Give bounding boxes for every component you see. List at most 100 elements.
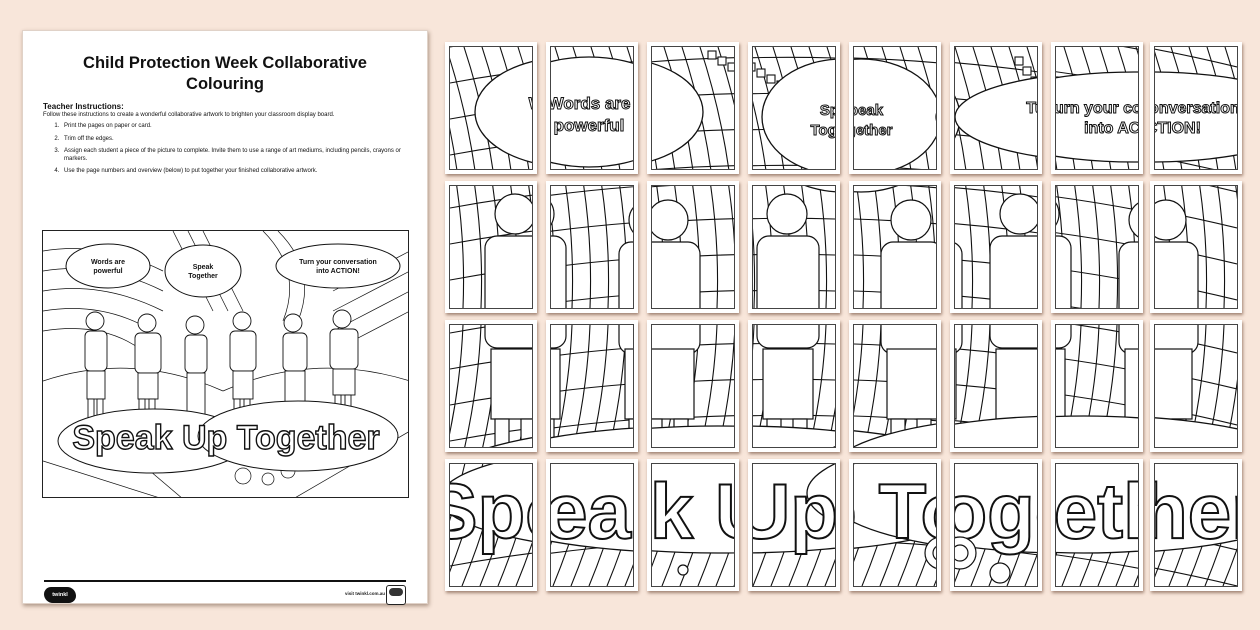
colouring-tile-r4-c5: Words are powerful Speak Together Turn y… xyxy=(849,459,941,591)
tile-artwork: Words are powerful Speak Together Turn y… xyxy=(1056,186,1138,308)
tile-artwork: Words are powerful Speak Together Turn y… xyxy=(450,464,532,586)
colouring-tile-r1-c1: Words are powerful Speak Together Turn y… xyxy=(445,42,537,174)
tile-artwork: Words are powerful Speak Together Turn y… xyxy=(854,325,936,447)
colouring-tile-r4-c2: Words are powerful Speak Together Turn y… xyxy=(546,459,638,591)
colouring-tile-r4-c3: Words are powerful Speak Together Turn y… xyxy=(647,459,739,591)
svg-text:powerful: powerful xyxy=(93,268,122,275)
colouring-tile-r1-c3: Words are powerful Speak Together Turn y… xyxy=(647,42,739,174)
svg-text:into ACTION!: into ACTION! xyxy=(316,268,360,275)
tile-artwork: Words are powerful Speak Together Turn y… xyxy=(450,325,532,447)
colouring-tile-r4-c8: Words are powerful Speak Together Turn y… xyxy=(1150,459,1242,591)
colouring-tile-r3-c5: Words are powerful Speak Together Turn y… xyxy=(849,320,941,452)
tile-artwork: Words are powerful Speak Together Turn y… xyxy=(753,325,835,447)
sheet-title: Child Protection Week Collaborative Colo… xyxy=(83,54,367,93)
svg-text:Words are: Words are xyxy=(551,94,630,113)
colouring-tile-r2-c7: Words are powerful Speak Together Turn y… xyxy=(1051,181,1143,313)
tile-artwork: Words are powerful Speak Together Turn y… xyxy=(753,464,835,586)
instruction-sheet: Child Protection Week Collaborative Colo… xyxy=(22,30,428,605)
step-item: Use the page numbers and overview (below… xyxy=(61,168,413,176)
colouring-tile-r3-c1: Words are powerful Speak Together Turn y… xyxy=(445,320,537,452)
colouring-tile-r3-c3: Words are powerful Speak Together Turn y… xyxy=(647,320,739,452)
teacher-instructions: Teacher Instructions: Follow these instr… xyxy=(43,102,413,181)
colouring-tile-r4-c7: Words are powerful Speak Together Turn y… xyxy=(1051,459,1143,591)
tile-artwork: Words are powerful Speak Together Turn y… xyxy=(955,325,1037,447)
instructions-steps: Print the pages on paper or card. Trim o… xyxy=(43,123,413,176)
tile-artwork: Words are powerful Speak Together Turn y… xyxy=(652,325,734,447)
svg-text:Turn your conversation: Turn your conversation xyxy=(1026,100,1037,117)
colouring-tile-r2-c3: Words are powerful Speak Together Turn y… xyxy=(647,181,739,313)
tile-artwork: Words are powerful Speak Together Turn y… xyxy=(854,47,936,169)
colouring-tile-r4-c4: Words are powerful Speak Together Turn y… xyxy=(748,459,840,591)
svg-text:Speak Up Together: Speak Up Together xyxy=(955,467,1037,555)
svg-text:Speak Up Together: Speak Up Together xyxy=(450,467,532,555)
tile-artwork: Words are powerful Speak Together Turn y… xyxy=(854,464,936,586)
colouring-tile-r2-c6: Words are powerful Speak Together Turn y… xyxy=(950,181,1042,313)
banner-text: Speak Up Together xyxy=(72,419,379,457)
colouring-tile-r2-c2: Words are powerful Speak Together Turn y… xyxy=(546,181,638,313)
tile-artwork: Words are powerful Speak Together Turn y… xyxy=(1155,464,1237,586)
colouring-tile-r1-c7: Words are powerful Speak Together Turn y… xyxy=(1051,42,1143,174)
instructions-lead: Follow these instructions to create a wo… xyxy=(43,112,335,118)
svg-text:Speak Up Together: Speak Up Together xyxy=(652,467,734,555)
tile-artwork: Words are powerful Speak Together Turn y… xyxy=(652,47,734,169)
svg-text:Words are: Words are xyxy=(91,259,125,266)
svg-text:Together: Together xyxy=(188,273,218,280)
colouring-tile-r4-c6: Words are powerful Speak Together Turn y… xyxy=(950,459,1042,591)
tile-artwork: Words are powerful Speak Together Turn y… xyxy=(450,47,532,169)
colouring-tile-r2-c5: Words are powerful Speak Together Turn y… xyxy=(849,181,941,313)
twinkl-logo: twinkl xyxy=(44,587,76,603)
tile-artwork: Words are powerful Speak Together Turn y… xyxy=(753,47,835,169)
svg-text:Words are: Words are xyxy=(529,94,532,113)
tile-artwork: Words are powerful Speak Together Turn y… xyxy=(1056,464,1138,586)
tile-artwork: Words are powerful Speak Together Turn y… xyxy=(1056,47,1138,169)
tile-artwork: Words are powerful Speak Together Turn y… xyxy=(652,186,734,308)
svg-text:Together: Together xyxy=(810,122,835,139)
colouring-tile-r3-c4: Words are powerful Speak Together Turn y… xyxy=(748,320,840,452)
svg-text:into ACTION!: into ACTION! xyxy=(1084,120,1138,137)
colouring-tile-r3-c7: Words are powerful Speak Together Turn y… xyxy=(1051,320,1143,452)
tile-artwork: Words are powerful Speak Together Turn y… xyxy=(955,464,1037,586)
colouring-tile-r2-c4: Words are powerful Speak Together Turn y… xyxy=(748,181,840,313)
svg-text:Turn your conversation: Turn your conversation xyxy=(1155,100,1237,117)
footer-rule xyxy=(44,580,406,582)
svg-text:powerful: powerful xyxy=(554,116,625,135)
tile-artwork: Words are powerful Speak Together Turn y… xyxy=(652,464,734,586)
colouring-tile-r3-c2: Words are powerful Speak Together Turn y… xyxy=(546,320,638,452)
tile-artwork: Words are powerful Speak Together Turn y… xyxy=(551,47,633,169)
tile-artwork: Words are powerful Speak Together Turn y… xyxy=(1155,47,1237,169)
tile-artwork: Words are powerful Speak Together Turn y… xyxy=(955,186,1037,308)
colouring-tile-r1-c8: Words are powerful Speak Together Turn y… xyxy=(1150,42,1242,174)
colouring-tile-r3-c8: Words are powerful Speak Together Turn y… xyxy=(1150,320,1242,452)
svg-text:Speak: Speak xyxy=(820,102,835,119)
svg-text:Speak: Speak xyxy=(193,264,214,271)
svg-text:Turn your conversation: Turn your conversation xyxy=(299,259,377,266)
svg-text:Speak Up Together: Speak Up Together xyxy=(551,467,633,555)
svg-text:Speak Up Together: Speak Up Together xyxy=(1056,467,1138,555)
colouring-tile-r1-c5: Words are powerful Speak Together Turn y… xyxy=(849,42,941,174)
quality-badge-icon xyxy=(386,585,406,605)
visit-link: visit twinkl.com.au xyxy=(344,591,385,596)
tile-artwork: Words are powerful Speak Together Turn y… xyxy=(1155,186,1237,308)
tile-artwork: Words are powerful Speak Together Turn y… xyxy=(1056,325,1138,447)
tile-artwork: Words are powerful Speak Together Turn y… xyxy=(551,464,633,586)
svg-text:Together: Together xyxy=(854,122,893,139)
colouring-tile-r1-c6: Words are powerful Speak Together Turn y… xyxy=(950,42,1042,174)
tile-artwork: Words are powerful Speak Together Turn y… xyxy=(854,186,936,308)
tile-artwork: Words are powerful Speak Together Turn y… xyxy=(955,47,1037,169)
svg-text:Speak Up Together: Speak Up Together xyxy=(753,467,835,555)
svg-text:into ACTION!: into ACTION! xyxy=(1155,120,1201,137)
colouring-tile-r4-c1: Words are powerful Speak Together Turn y… xyxy=(445,459,537,591)
instructions-heading: Teacher Instructions: xyxy=(43,102,124,111)
tile-artwork: Words are powerful Speak Together Turn y… xyxy=(450,186,532,308)
tile-artwork: Words are powerful Speak Together Turn y… xyxy=(1155,325,1237,447)
svg-text:Speak Up Together: Speak Up Together xyxy=(1155,467,1237,555)
step-item: Trim off the edges. xyxy=(61,136,413,144)
step-item: Assign each student a piece of the pictu… xyxy=(61,148,413,163)
tile-artwork: Words are powerful Speak Together Turn y… xyxy=(551,325,633,447)
step-item: Print the pages on paper or card. xyxy=(61,123,413,131)
svg-text:Speak Up Together: Speak Up Together xyxy=(854,467,936,555)
colouring-tile-r2-c8: Words are powerful Speak Together Turn y… xyxy=(1150,181,1242,313)
svg-text:Speak: Speak xyxy=(854,102,884,119)
tile-artwork: Words are powerful Speak Together Turn y… xyxy=(551,186,633,308)
